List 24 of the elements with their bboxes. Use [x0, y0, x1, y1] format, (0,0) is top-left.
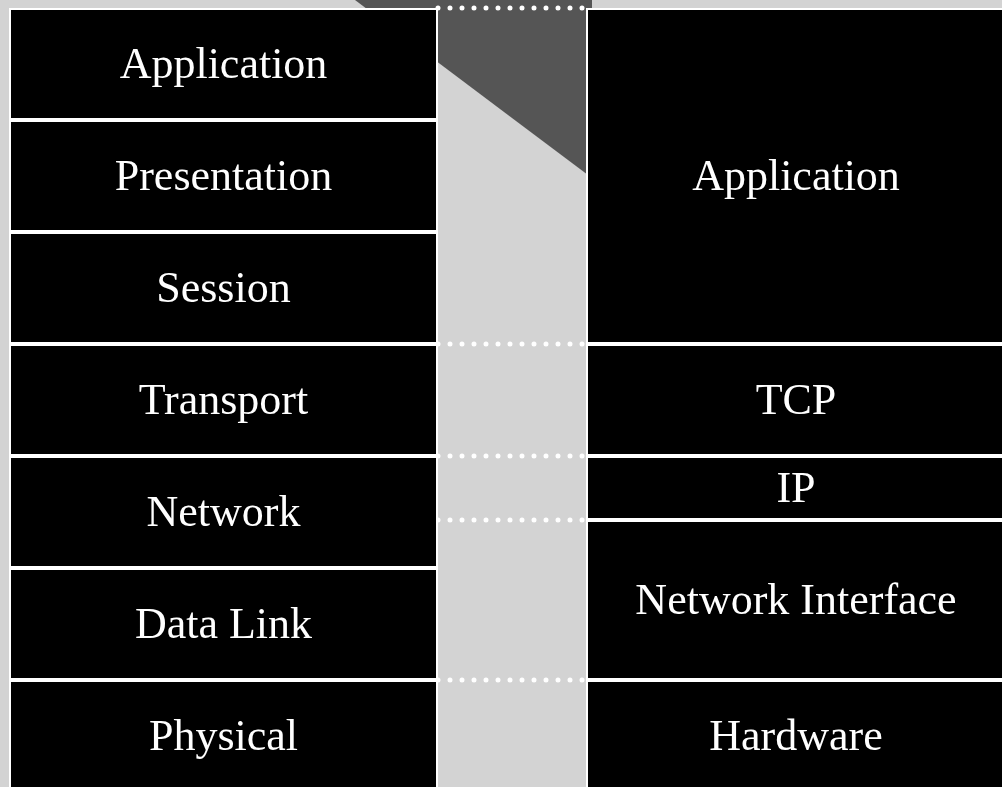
layer-box [9, 568, 438, 680]
layer-label: Network Interface [635, 578, 957, 622]
layer-label: Transport [138, 378, 309, 422]
layer-label: Session [156, 266, 291, 310]
layer-label: Presentation [114, 154, 333, 198]
layer-box [9, 680, 438, 787]
layer-label: Hardware [709, 714, 883, 758]
layer-box [9, 232, 438, 344]
layer-label: TCP [755, 378, 837, 422]
layer-box [586, 456, 1002, 520]
layer-box [9, 120, 438, 232]
layer-label: Application [119, 42, 328, 86]
layer-label: Application [692, 154, 900, 198]
layer-label: Data Link [134, 602, 313, 646]
layer-box [586, 8, 1002, 344]
layer-box [9, 8, 438, 120]
layer-box [9, 456, 438, 568]
layer-label: Physical [148, 714, 299, 758]
layer-box [586, 680, 1002, 787]
layer-label: IP [776, 466, 816, 510]
layer-box [586, 520, 1002, 680]
layer-box [9, 344, 438, 456]
layer-label: Network [146, 490, 301, 534]
layer-box [586, 344, 1002, 456]
